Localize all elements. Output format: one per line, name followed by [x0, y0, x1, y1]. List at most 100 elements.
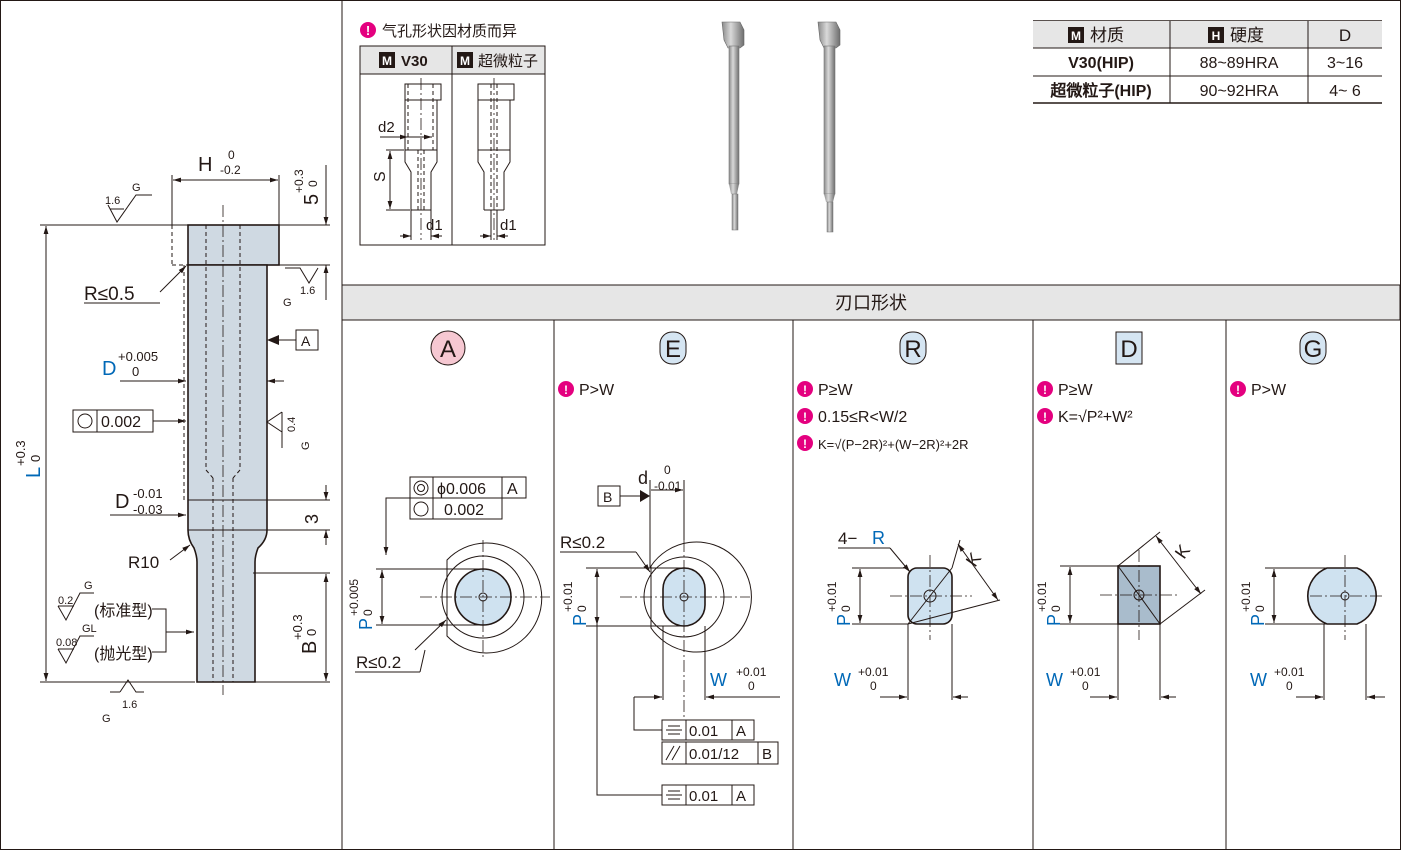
shape-note: 0.15≤R<W/2	[818, 409, 907, 426]
warning-icon	[797, 381, 813, 397]
hole-col-v30: V30	[401, 53, 428, 70]
row-d: 3~16	[1327, 55, 1363, 72]
shape-g-drawing: P +0.01 0 W +0.01 0	[1239, 555, 1385, 700]
svg-text:+0.01: +0.01	[1070, 665, 1101, 679]
shape-a-p: P	[356, 618, 376, 630]
dim-d2: d2	[378, 119, 395, 136]
header-material: 材质	[1090, 26, 1124, 45]
material-note-text: 气孔形状因材质而异	[382, 23, 517, 40]
section-title: 刃口形状	[835, 293, 907, 313]
material-note: ! 气孔形状因材质而异	[360, 22, 517, 40]
dim-b: B	[299, 641, 321, 654]
svg-text:0.01: 0.01	[689, 723, 718, 740]
dim-5: 5	[301, 194, 323, 205]
shape-a-drawing: P +0.005 0 ϕ0.006 A 0.002 R≤0.2	[347, 476, 550, 673]
shape-r-p: P	[834, 614, 854, 626]
row-material: 超微粒子(HIP)	[1049, 81, 1151, 100]
svg-text:G: G	[300, 441, 312, 450]
svg-text:0.2: 0.2	[58, 595, 73, 607]
svg-text:!: !	[564, 383, 568, 397]
warning-icon	[1037, 381, 1053, 397]
shape-badge-r	[899, 331, 927, 365]
dim-d1-ultrafine: d1	[500, 217, 517, 234]
svg-text:-0.01: -0.01	[654, 479, 682, 493]
svg-text:ϕ0.006: ϕ0.006	[437, 481, 486, 498]
svg-text:4−: 4−	[838, 529, 857, 548]
svg-text:!: !	[1043, 410, 1047, 424]
shape-r-w: W	[834, 670, 851, 690]
shape-d-w: W	[1046, 670, 1063, 690]
svg-text:+0.01: +0.01	[736, 665, 767, 679]
shape-letter-a: A	[440, 336, 456, 363]
svg-text:!: !	[366, 23, 370, 38]
svg-text:0: 0	[870, 679, 877, 693]
shape-e-drawing: P +0.01 0 B d 0 -0.01 R≤0.2 W +0.01 0 0.…	[560, 463, 780, 806]
svg-text:G: G	[84, 580, 93, 592]
svg-text:A: A	[736, 788, 746, 805]
warning-icon	[797, 408, 813, 424]
dim-3: 3	[302, 514, 322, 524]
svg-text:-0.01: -0.01	[133, 486, 163, 501]
svg-text:+0.01: +0.01	[1035, 581, 1049, 612]
svg-text:+0.01: +0.01	[1239, 581, 1253, 612]
shape-badge-e	[659, 331, 687, 365]
svg-text:0: 0	[28, 455, 43, 462]
polished-type-label: (抛光型)	[94, 645, 153, 663]
datum-a: A	[301, 333, 311, 349]
svg-text:0.4: 0.4	[286, 417, 298, 432]
dim-r05: R≤0.5	[84, 284, 135, 305]
shape-badge-d	[1115, 331, 1143, 365]
svg-text:0: 0	[748, 679, 755, 693]
shape-g-w: W	[1250, 670, 1267, 690]
dim-r10: R10	[128, 553, 159, 572]
svg-text:+0.01: +0.01	[858, 665, 889, 679]
svg-text:R≤0.2: R≤0.2	[356, 653, 401, 672]
shape-g-p: P	[1248, 614, 1268, 626]
dim-d2-shank: D	[115, 491, 129, 513]
material-mark-icon	[379, 52, 395, 68]
dim-h: H	[198, 154, 212, 176]
shape-note: K=√(P−2R)²+(W−2R)²+2R	[818, 437, 969, 452]
svg-text:0.08: 0.08	[56, 637, 77, 649]
shape-letter-g: G	[1304, 336, 1323, 363]
shape-r-k: K	[962, 549, 985, 570]
warning-icon	[1037, 408, 1053, 424]
svg-text:GL: GL	[82, 623, 97, 635]
warning-icon	[558, 381, 574, 397]
svg-text:0: 0	[1253, 605, 1267, 612]
shape-letter-d: D	[1120, 336, 1137, 363]
svg-text:+0.01: +0.01	[1274, 665, 1305, 679]
svg-text:0: 0	[839, 605, 853, 612]
hole-sketch-ultrafine: d1	[477, 78, 517, 240]
svg-text:0: 0	[304, 629, 319, 636]
svg-text:!: !	[803, 383, 807, 397]
svg-text:1.6: 1.6	[300, 285, 315, 297]
svg-text:+0.01: +0.01	[561, 581, 575, 612]
svg-text:0: 0	[306, 180, 320, 187]
svg-text:M: M	[460, 54, 470, 68]
roundness-icon	[77, 413, 93, 429]
shape-letter-e: E	[665, 336, 681, 363]
row-material: V30(HIP)	[1068, 55, 1134, 72]
header-d: D	[1339, 26, 1351, 45]
svg-text:-0.03: -0.03	[133, 502, 163, 517]
shape-letter-r: R	[904, 336, 921, 363]
pin-photo	[721, 21, 841, 233]
svg-text:+0.3: +0.3	[292, 169, 306, 193]
svg-text:H: H	[1212, 29, 1221, 43]
svg-text:+0.01: +0.01	[825, 581, 839, 612]
standard-type-label: (标准型)	[94, 602, 153, 620]
svg-text:0: 0	[664, 463, 671, 477]
warning-icon	[360, 22, 376, 38]
shape-note: P>W	[579, 382, 615, 399]
svg-text:+0.005: +0.005	[347, 579, 361, 616]
hole-type-table: M V30 M 超微粒子 d2 S	[359, 45, 546, 246]
svg-text:0: 0	[132, 364, 139, 379]
svg-text:+0.3: +0.3	[13, 440, 28, 466]
pin-drawing: H 0 -0.2 5 +0.3 0 1.6 G 1.6 G R≤0.5 A	[13, 148, 330, 725]
svg-text:B: B	[603, 489, 612, 505]
svg-text:M: M	[382, 54, 392, 68]
